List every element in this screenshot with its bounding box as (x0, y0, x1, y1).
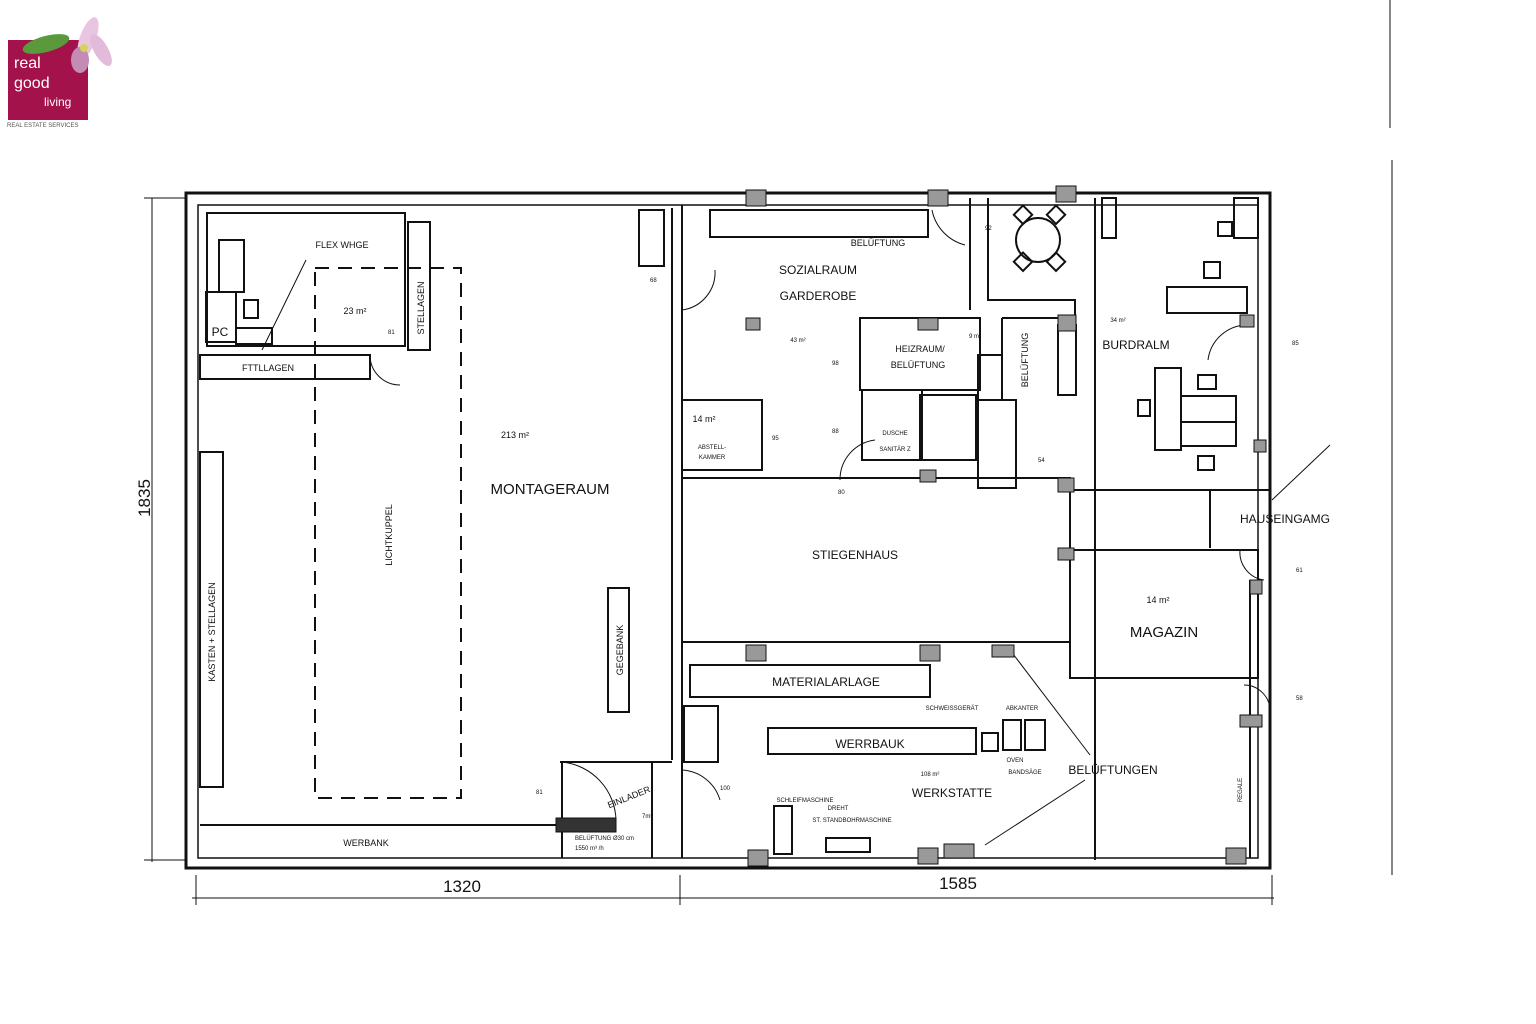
label-werbank: WERBANK (343, 838, 389, 848)
storage-room (1069, 549, 1259, 679)
label-werkbank: WERRBAUK (835, 737, 904, 751)
label-einlader-note2: 1550 m³ /h (575, 846, 604, 852)
label-magazin: MAGAZIN (1130, 624, 1198, 641)
label-schweissgeraet: SCHWEISSGERÄT (926, 705, 979, 712)
door-width: 92 (985, 226, 992, 232)
label-belueftungen: BELÜFTUNGEN (1068, 763, 1157, 777)
door-width: 54 (1038, 458, 1045, 464)
orchid-flower-icon (71, 17, 112, 73)
label-montageraum: MONTAGERAUM (491, 481, 610, 498)
label-heizraum: HEIZRAUM/ (895, 344, 945, 354)
label-abstell-1: ABSTELL- (698, 445, 726, 451)
logo-text-real: real (14, 55, 41, 72)
label-belueftung-side: BELÜFTUNG (1020, 333, 1030, 388)
door-width: 98 (832, 361, 839, 367)
door-width: 81 (536, 790, 543, 796)
label-pc: PC (212, 325, 229, 339)
label-stiegenhaus: STIEGENHAUS (812, 548, 898, 562)
label-gegebank: GEGEBANK (615, 625, 625, 676)
outer-wall (184, 191, 1272, 870)
shelf (407, 221, 431, 351)
label-office-area: 23 m² (343, 306, 366, 316)
label-belueftung-top: BELÜFTUNG (851, 238, 906, 248)
label-einlader-area: 7m² (642, 814, 652, 820)
label-werkstatt-area: 108 m² (921, 772, 940, 778)
label-einlader: EINLADER (606, 784, 652, 810)
brand-logo: real good living REAL ESTATE SERVICES (6, 8, 116, 130)
logo-text-good: good (14, 75, 50, 92)
label-abstell-area: 14 m² (692, 414, 715, 424)
door-width: 95 (772, 436, 779, 442)
label-schleifmaschine: SCHLEIFMASCHINE (776, 798, 833, 804)
label-ofen: OVEN (1006, 758, 1023, 764)
label-standbohrmaschine: ST. STANDBOHRMASCHINE (812, 818, 891, 824)
label-dusche: DUSCHE (882, 431, 907, 437)
door-width: 61 (1296, 568, 1303, 574)
door-width: 58 (1296, 696, 1303, 702)
label-montageraum-area: 213 m² (501, 430, 529, 440)
label-magazin-area: 14 m² (1146, 595, 1169, 605)
door-width: 88 (832, 429, 839, 435)
label-kasten-stellagen: KASTEN + STELLAGEN (207, 582, 217, 681)
label-bandsaege: BANDSÄGE (1008, 769, 1041, 776)
label-stellagen-h: FTTLLAGEN (242, 363, 294, 373)
label-stellagen: STELLAGEN (416, 281, 426, 334)
columns (745, 185, 1267, 867)
label-abkanter: ABKANTER (1006, 706, 1039, 712)
label-einlader-note1: BELÜFTUNG Ø30 cm (575, 835, 634, 842)
label-buero: BURDRALM (1102, 338, 1169, 352)
leaf-icon (22, 34, 70, 54)
door-width: 85 (1292, 341, 1299, 347)
label-sozial-area: 43 m² (790, 338, 805, 344)
logo-text-living: living (44, 95, 71, 109)
label-lichtkuppel: LICHTKUPPEL (384, 504, 394, 566)
label-garderobe: GARDEROBE (780, 289, 857, 303)
door-width: 68 (650, 278, 657, 284)
label-abstell-2: KAMMER (699, 455, 726, 461)
label-regal: REGALE (1238, 778, 1244, 802)
label-sanitaer: SANITÄR Z (879, 446, 911, 453)
label-sozialraum: SOZIALRAUM (779, 263, 857, 277)
label-hauseingang: HAUSEINGAMG (1240, 512, 1330, 526)
door-width: 81 (388, 330, 395, 336)
logo-tagline: REAL ESTATE SERVICES (7, 123, 78, 129)
door-width: 80 (838, 490, 845, 496)
office-room (206, 212, 406, 347)
label-materialablage: MATERIALARLAGE (772, 675, 880, 689)
dimension-height: 1835 (135, 479, 154, 517)
dimension-right-width: 1585 (939, 874, 977, 893)
label-dreht: DREHT (828, 806, 849, 812)
label-buero-area: 34 m² (1110, 318, 1125, 324)
label-heiz-belueftung: BELÜFTUNG (891, 360, 946, 370)
inner-wall (197, 204, 1259, 859)
label-heiz-area: 9 m² (969, 334, 981, 340)
label-werkstatt: WERKSTATTE (912, 786, 992, 800)
skylight-outline (314, 267, 462, 799)
door-width: 100 (720, 786, 731, 792)
label-flex-waage: FLEX WHGE (315, 240, 368, 250)
dimension-left-width: 1320 (443, 877, 481, 896)
